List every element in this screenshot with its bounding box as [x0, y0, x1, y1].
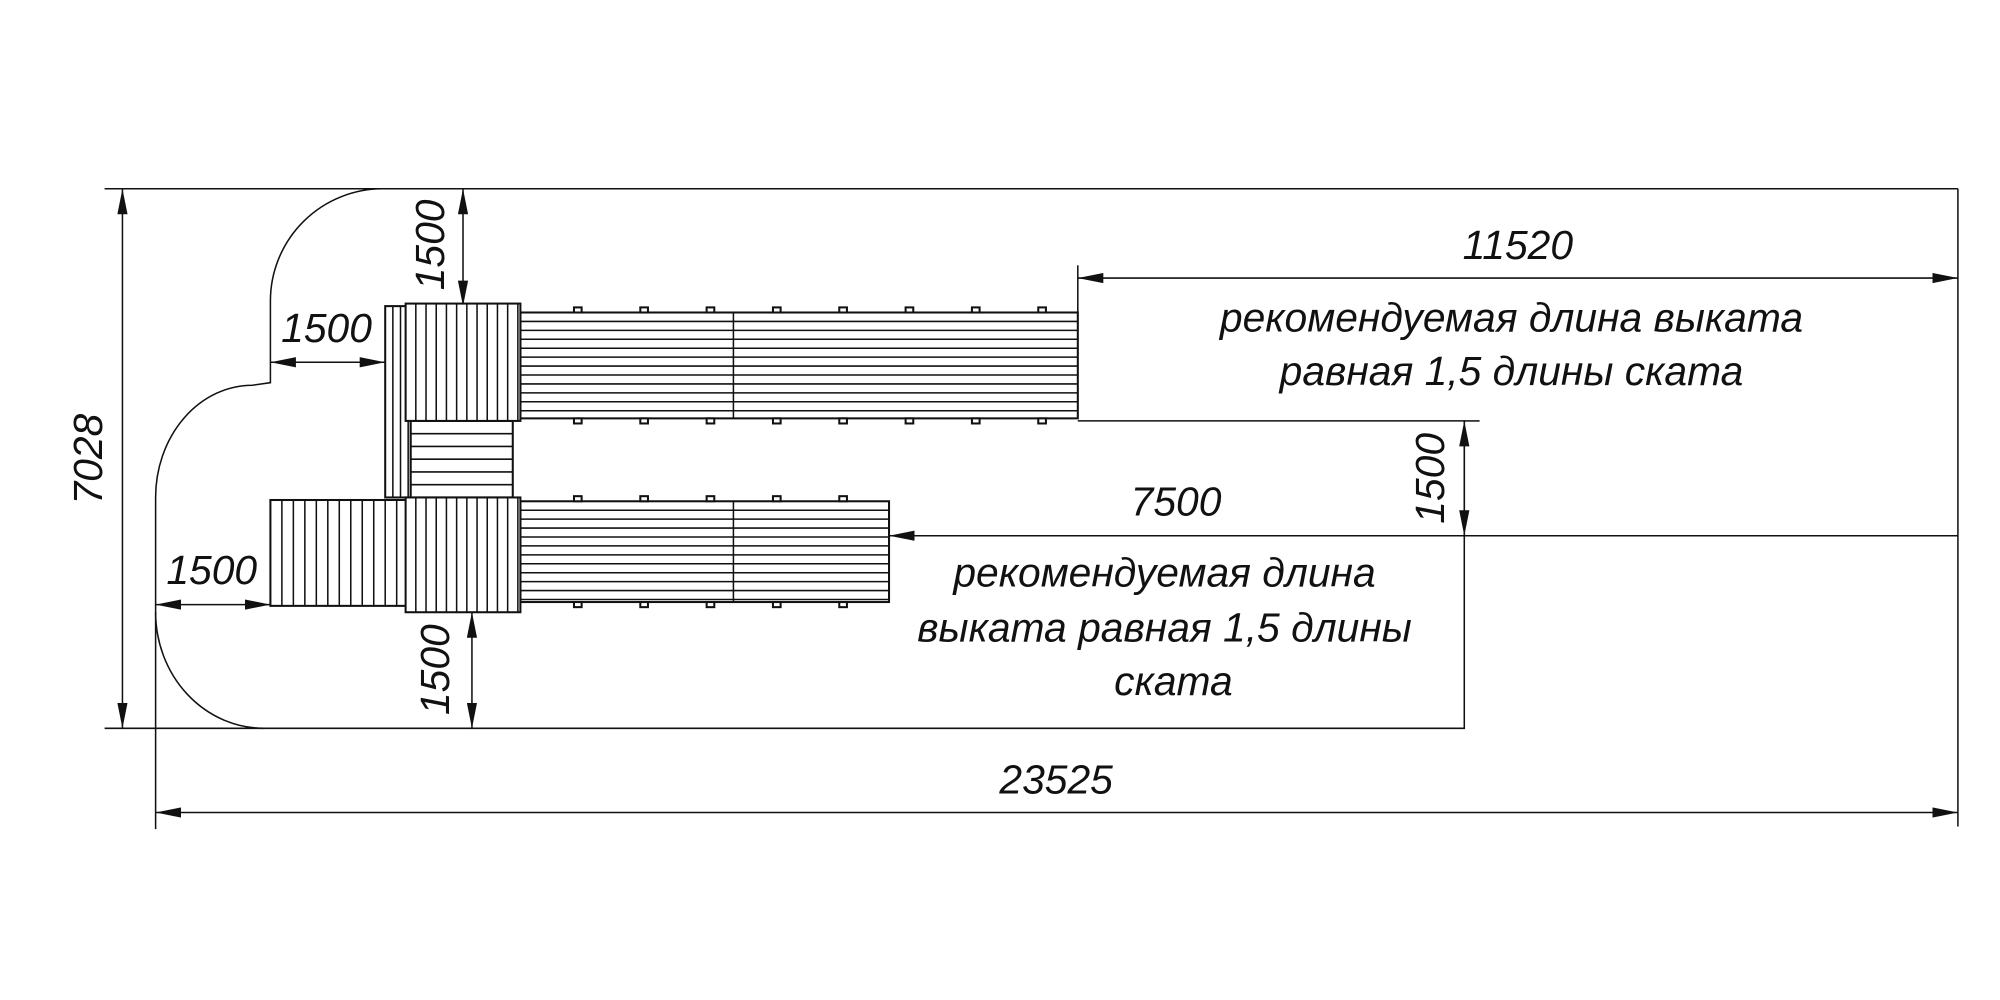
bracket [639, 306, 649, 314]
bracket [705, 601, 716, 609]
bracket [771, 417, 782, 425]
dim-bottom-clearance: 1500 [412, 624, 458, 715]
bracket [970, 306, 981, 314]
bracket [838, 601, 848, 609]
bracket [705, 417, 716, 425]
lower-left-ramp [269, 498, 412, 607]
bracket [639, 417, 649, 425]
dim-total-height: 7028 [65, 413, 111, 504]
bracket [838, 495, 848, 503]
dim-right-gap: 1500 [1407, 433, 1453, 524]
note-upper-line2: равная 1,5 длины ската [1278, 348, 1744, 394]
bracket [1037, 306, 1047, 314]
safety-zone-boundary [154, 188, 1958, 730]
bracket [904, 306, 915, 314]
upper-platform [404, 302, 522, 422]
bracket [970, 417, 981, 425]
note-lower-line3: ската [1114, 658, 1233, 704]
lower-slide-runout [519, 500, 891, 604]
bracket [771, 306, 782, 314]
note-upper-line1: рекомендуемая длина выката [1218, 295, 1803, 341]
bracket [1037, 417, 1047, 425]
bracket [771, 601, 782, 609]
dim-left-lower-clearance: 1500 [166, 547, 257, 593]
dim-total-width: 23525 [998, 756, 1113, 802]
lower-platform [404, 496, 522, 614]
bracket [705, 495, 716, 503]
note-lower-line1: рекомендуемая длина [951, 550, 1375, 596]
bracket [838, 306, 848, 314]
bracket [904, 417, 915, 425]
bracket [771, 495, 782, 503]
note-lower-line2: выката равная 1,5 длины [917, 605, 1412, 651]
dim-upper-runout: 11520 [1463, 222, 1574, 268]
bracket [639, 495, 649, 503]
bracket [572, 495, 583, 503]
dim-top-clearance: 1500 [407, 199, 453, 290]
dimension-lines [117, 188, 1958, 818]
dim-lower-runout: 7500 [1131, 478, 1222, 524]
bracket [572, 601, 583, 609]
bracket [572, 417, 583, 425]
bracket [572, 306, 583, 314]
bracket [838, 417, 848, 425]
slide-structure [269, 302, 1079, 614]
dim-left-upper-clearance: 1500 [281, 305, 372, 351]
bracket [705, 306, 716, 314]
bracket [639, 601, 649, 609]
